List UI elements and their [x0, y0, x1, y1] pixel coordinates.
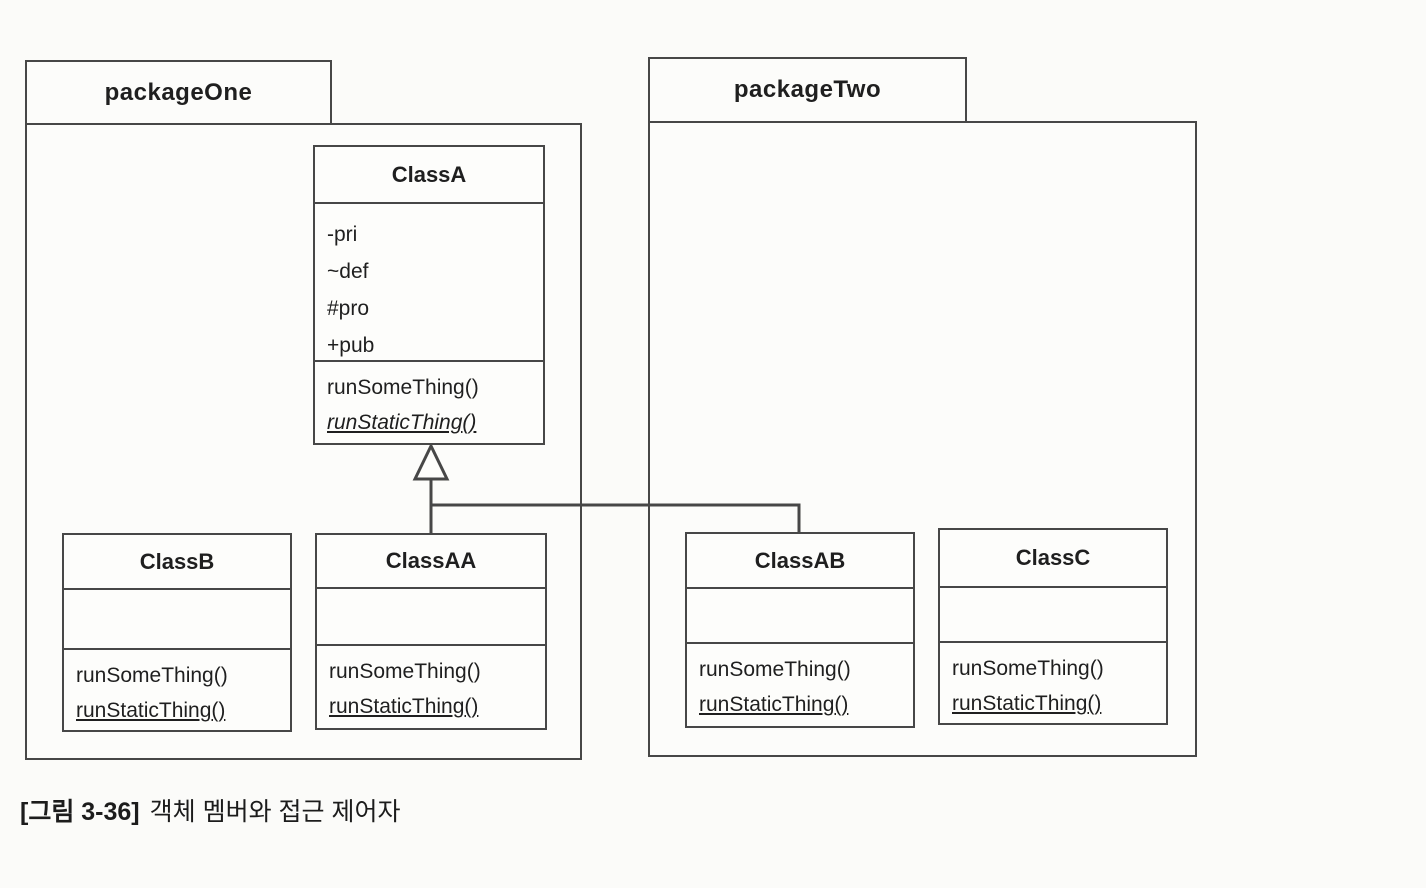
class-methods: runSomeThing() runStaticThing()	[940, 643, 1166, 723]
method-runsomething: runSomeThing()	[329, 660, 481, 683]
method-runsomething: runSomeThing()	[76, 664, 228, 687]
class-methods: runSomeThing() runStaticThing()	[317, 646, 545, 728]
class-box-classab: ClassAB runSomeThing() runStaticThing()	[685, 532, 915, 728]
method-runstaticthing: runStaticThing()	[76, 699, 226, 722]
method-runsomething: runSomeThing()	[327, 376, 479, 399]
class-attributes-empty	[317, 589, 545, 646]
class-box-classc: ClassC runSomeThing() runStaticThing()	[938, 528, 1168, 725]
class-attributes-empty	[687, 589, 913, 644]
class-box-classaa: ClassAA runSomeThing() runStaticThing()	[315, 533, 547, 730]
class-methods: runSomeThing() runStaticThing()	[687, 644, 913, 726]
attribute-default: ~def	[327, 260, 369, 283]
attribute-protected: #pro	[327, 297, 370, 320]
class-title: ClassA	[315, 147, 543, 204]
class-attributes-empty	[940, 588, 1166, 643]
class-title: ClassC	[940, 530, 1166, 588]
package-two-tab: packageTwo	[648, 57, 967, 123]
figure-caption: [그림 3-36] 객체 멤버와 접근 제어자	[20, 792, 400, 828]
class-methods: runSomeThing() runStaticThing()	[64, 650, 290, 730]
method-runstaticthing: runStaticThing()	[699, 693, 849, 716]
class-attributes: -pri ~def #pro +pub	[315, 204, 543, 362]
hollow-triangle-arrowhead	[412, 442, 450, 481]
method-runstaticthing: runStaticThing()	[329, 695, 479, 718]
package-one-tab: packageOne	[25, 60, 332, 125]
attribute-public: +pub	[327, 334, 375, 357]
class-title: ClassAA	[317, 535, 545, 589]
figure-title: 객체 멤버와 접근 제어자	[149, 798, 401, 826]
method-runstaticthing: runStaticThing()	[952, 692, 1102, 715]
method-runsomething: runSomeThing()	[699, 658, 851, 681]
package-one-label: packageOne	[104, 78, 253, 106]
attribute-private: -pri	[327, 223, 358, 246]
method-runsomething: runSomeThing()	[952, 657, 1104, 680]
class-attributes-empty	[64, 590, 290, 650]
class-title: ClassAB	[687, 534, 913, 589]
method-runstaticthing: runStaticThing()	[327, 411, 477, 434]
class-box-classa: ClassA -pri ~def #pro +pub runSomeThing(…	[313, 145, 545, 445]
figure-number: [그림 3-36]	[20, 798, 140, 826]
class-methods: runSomeThing() runStaticThing()	[315, 362, 543, 443]
class-box-classb: ClassB runSomeThing() runStaticThing()	[62, 533, 292, 732]
package-two-label: packageTwo	[733, 76, 882, 103]
class-title: ClassB	[64, 535, 290, 590]
